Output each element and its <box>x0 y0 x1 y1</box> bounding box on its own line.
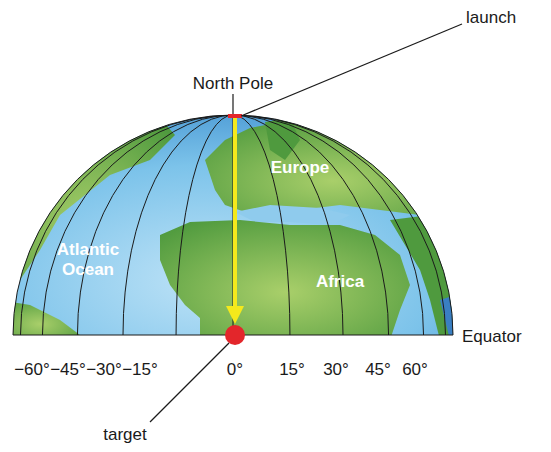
longitude-label: −60° <box>14 360 50 380</box>
meridian <box>233 115 424 335</box>
meridian-lines <box>21 115 446 335</box>
longitude-label: −15° <box>122 360 158 380</box>
meridian <box>77 115 233 335</box>
trajectory-arrowhead <box>226 306 244 324</box>
meridian <box>233 115 343 335</box>
launch-marker <box>228 114 242 118</box>
region-label: Atlantic Ocean <box>48 240 128 279</box>
meridian <box>233 115 446 335</box>
hemisphere-outline <box>13 115 453 335</box>
callout-label: target <box>103 425 146 445</box>
region-label: Africa <box>316 272 364 292</box>
leader-line <box>241 24 462 116</box>
leader-line <box>232 94 233 114</box>
target-dot <box>225 325 245 345</box>
longitude-label: 15° <box>279 360 305 380</box>
region-label: Europe <box>271 158 330 178</box>
pole-label: North Pole <box>193 74 273 94</box>
longitude-label: −45° <box>50 360 86 380</box>
hemisphere <box>0 100 470 340</box>
meridian <box>123 115 233 335</box>
longitude-label: −30° <box>86 360 122 380</box>
longitude-label: 0° <box>227 360 243 380</box>
longitude-label: 60° <box>402 360 428 380</box>
meridian <box>176 115 233 335</box>
meridian <box>21 115 234 335</box>
meridian <box>233 115 389 335</box>
trajectory-arrow <box>233 118 237 308</box>
meridian <box>42 115 233 335</box>
meridian <box>233 115 290 335</box>
leader-line <box>150 343 229 422</box>
callout-label: launch <box>466 8 516 28</box>
axis-label: Equator <box>462 327 522 347</box>
longitude-label: 45° <box>365 360 391 380</box>
longitude-label: 30° <box>323 360 349 380</box>
